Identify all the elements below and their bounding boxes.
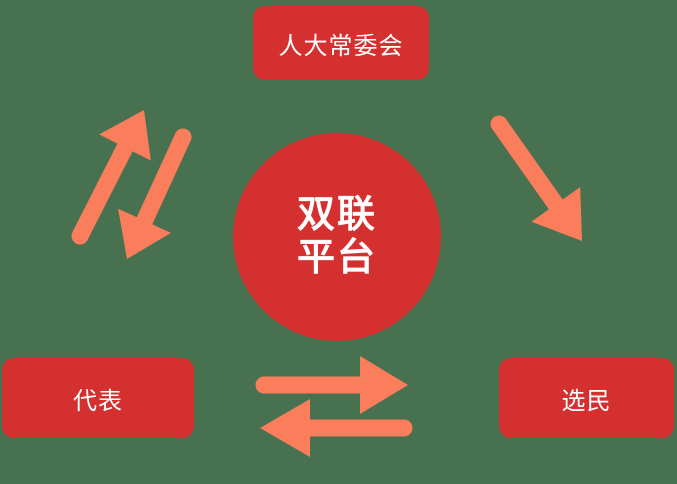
node-representative: 代表 [2,358,194,438]
arrow-down-right-icon [490,115,582,241]
arrow-down-left-icon [118,128,192,259]
node-platform: 双联 平台 [233,133,441,341]
node-platform-label-line2: 平台 [296,237,377,279]
node-representative-label: 代表 [73,387,123,415]
arrow-up-right-icon [71,110,151,245]
node-npc-label: 人大常委会 [278,32,404,60]
arrow-left-icon [260,399,413,457]
arrow-right-icon [255,356,408,414]
node-platform-label-line1: 双联 [296,194,377,236]
node-voter-label: 选民 [561,387,612,415]
node-platform-label: 双联 平台 [297,194,377,280]
node-voter: 选民 [499,358,674,438]
node-npc: 人大常委会 [253,6,429,80]
